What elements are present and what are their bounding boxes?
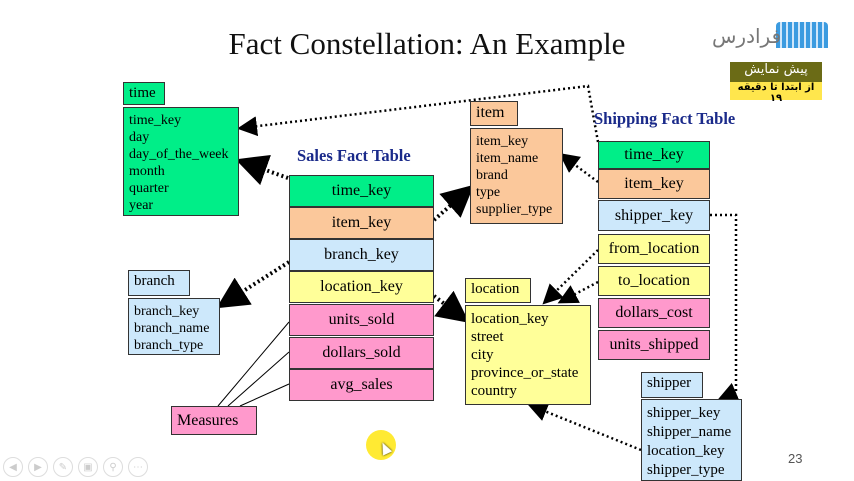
more-options-icon[interactable]: ⋯ [128,457,148,477]
field: shipper_type [647,462,725,478]
shipper-dimension-label: shipper [641,372,703,398]
measures-label: Measures [171,406,257,435]
sales-row: item_key [289,207,434,239]
next-slide-icon[interactable]: ▶ [28,457,48,477]
field: shipper_name [647,424,732,440]
field: city [471,347,494,363]
field: province_or_state [471,365,579,381]
shipping-row: units_shipped [598,330,710,360]
field: branch_key [134,304,200,319]
slide-title: Fact Constellation: An Example [228,26,626,61]
field: supplier_type [476,202,553,217]
time-dimension-label: time [123,82,165,105]
previous-slide-icon[interactable]: ◀ [3,457,23,477]
location-dimension-label: location [465,278,531,303]
shipping-row: from_location [598,234,710,264]
preview-badge: پیش نمایش [730,62,822,82]
field: street [471,329,504,345]
cursor-highlight [366,430,396,460]
page-number: 23 [788,451,803,466]
sales-row: branch_key [289,239,434,271]
field: branch_type [134,338,204,353]
book-icon [776,22,828,48]
slides-icon[interactable]: ▣ [78,457,98,477]
field: time_key [129,113,182,128]
sales-fact-table-title: Sales Fact Table [297,146,411,165]
shipping-row: to_location [598,266,710,296]
field: day_of_the_week [129,147,229,162]
field: month [129,164,165,179]
sales-row: avg_sales [289,369,434,401]
field: location_key [647,443,725,459]
field: branch_name [134,321,210,336]
pen-icon[interactable]: ✎ [53,457,73,477]
sales-row: units_sold [289,304,434,336]
field: country [471,383,517,399]
sales-row: location_key [289,271,434,303]
preview-range: از ابتدا تا دقیقه ۱۹ [730,82,822,104]
sales-row: time_key [289,175,434,207]
shipping-row: dollars_cost [598,298,710,328]
field: shipper_key [647,405,721,421]
field: year [129,198,154,213]
shipping-row: item_key [598,169,710,199]
logo: فرادرس پیش نمایش از ابتدا تا دقیقه ۱۹ [712,16,834,106]
item-dimension-label: item [470,101,518,126]
field: item_name [476,151,539,166]
field: quarter [129,181,169,196]
branch-dimension-fields: branch_key branch_name branch_type [128,298,220,355]
sales-row: dollars_sold [289,337,434,369]
logo-brand: فرادرس [712,24,782,48]
shipping-row: time_key [598,141,710,169]
field: day [129,130,150,145]
shipping-row: shipper_key [598,200,710,231]
field: type [476,185,501,200]
shipping-fact-table-title: Shipping Fact Table [594,109,736,128]
field: item_key [476,134,529,149]
field: brand [476,168,508,183]
zoom-icon[interactable]: ⚲ [103,457,123,477]
branch-dimension-label: branch [128,270,190,296]
field: location_key [471,311,549,327]
